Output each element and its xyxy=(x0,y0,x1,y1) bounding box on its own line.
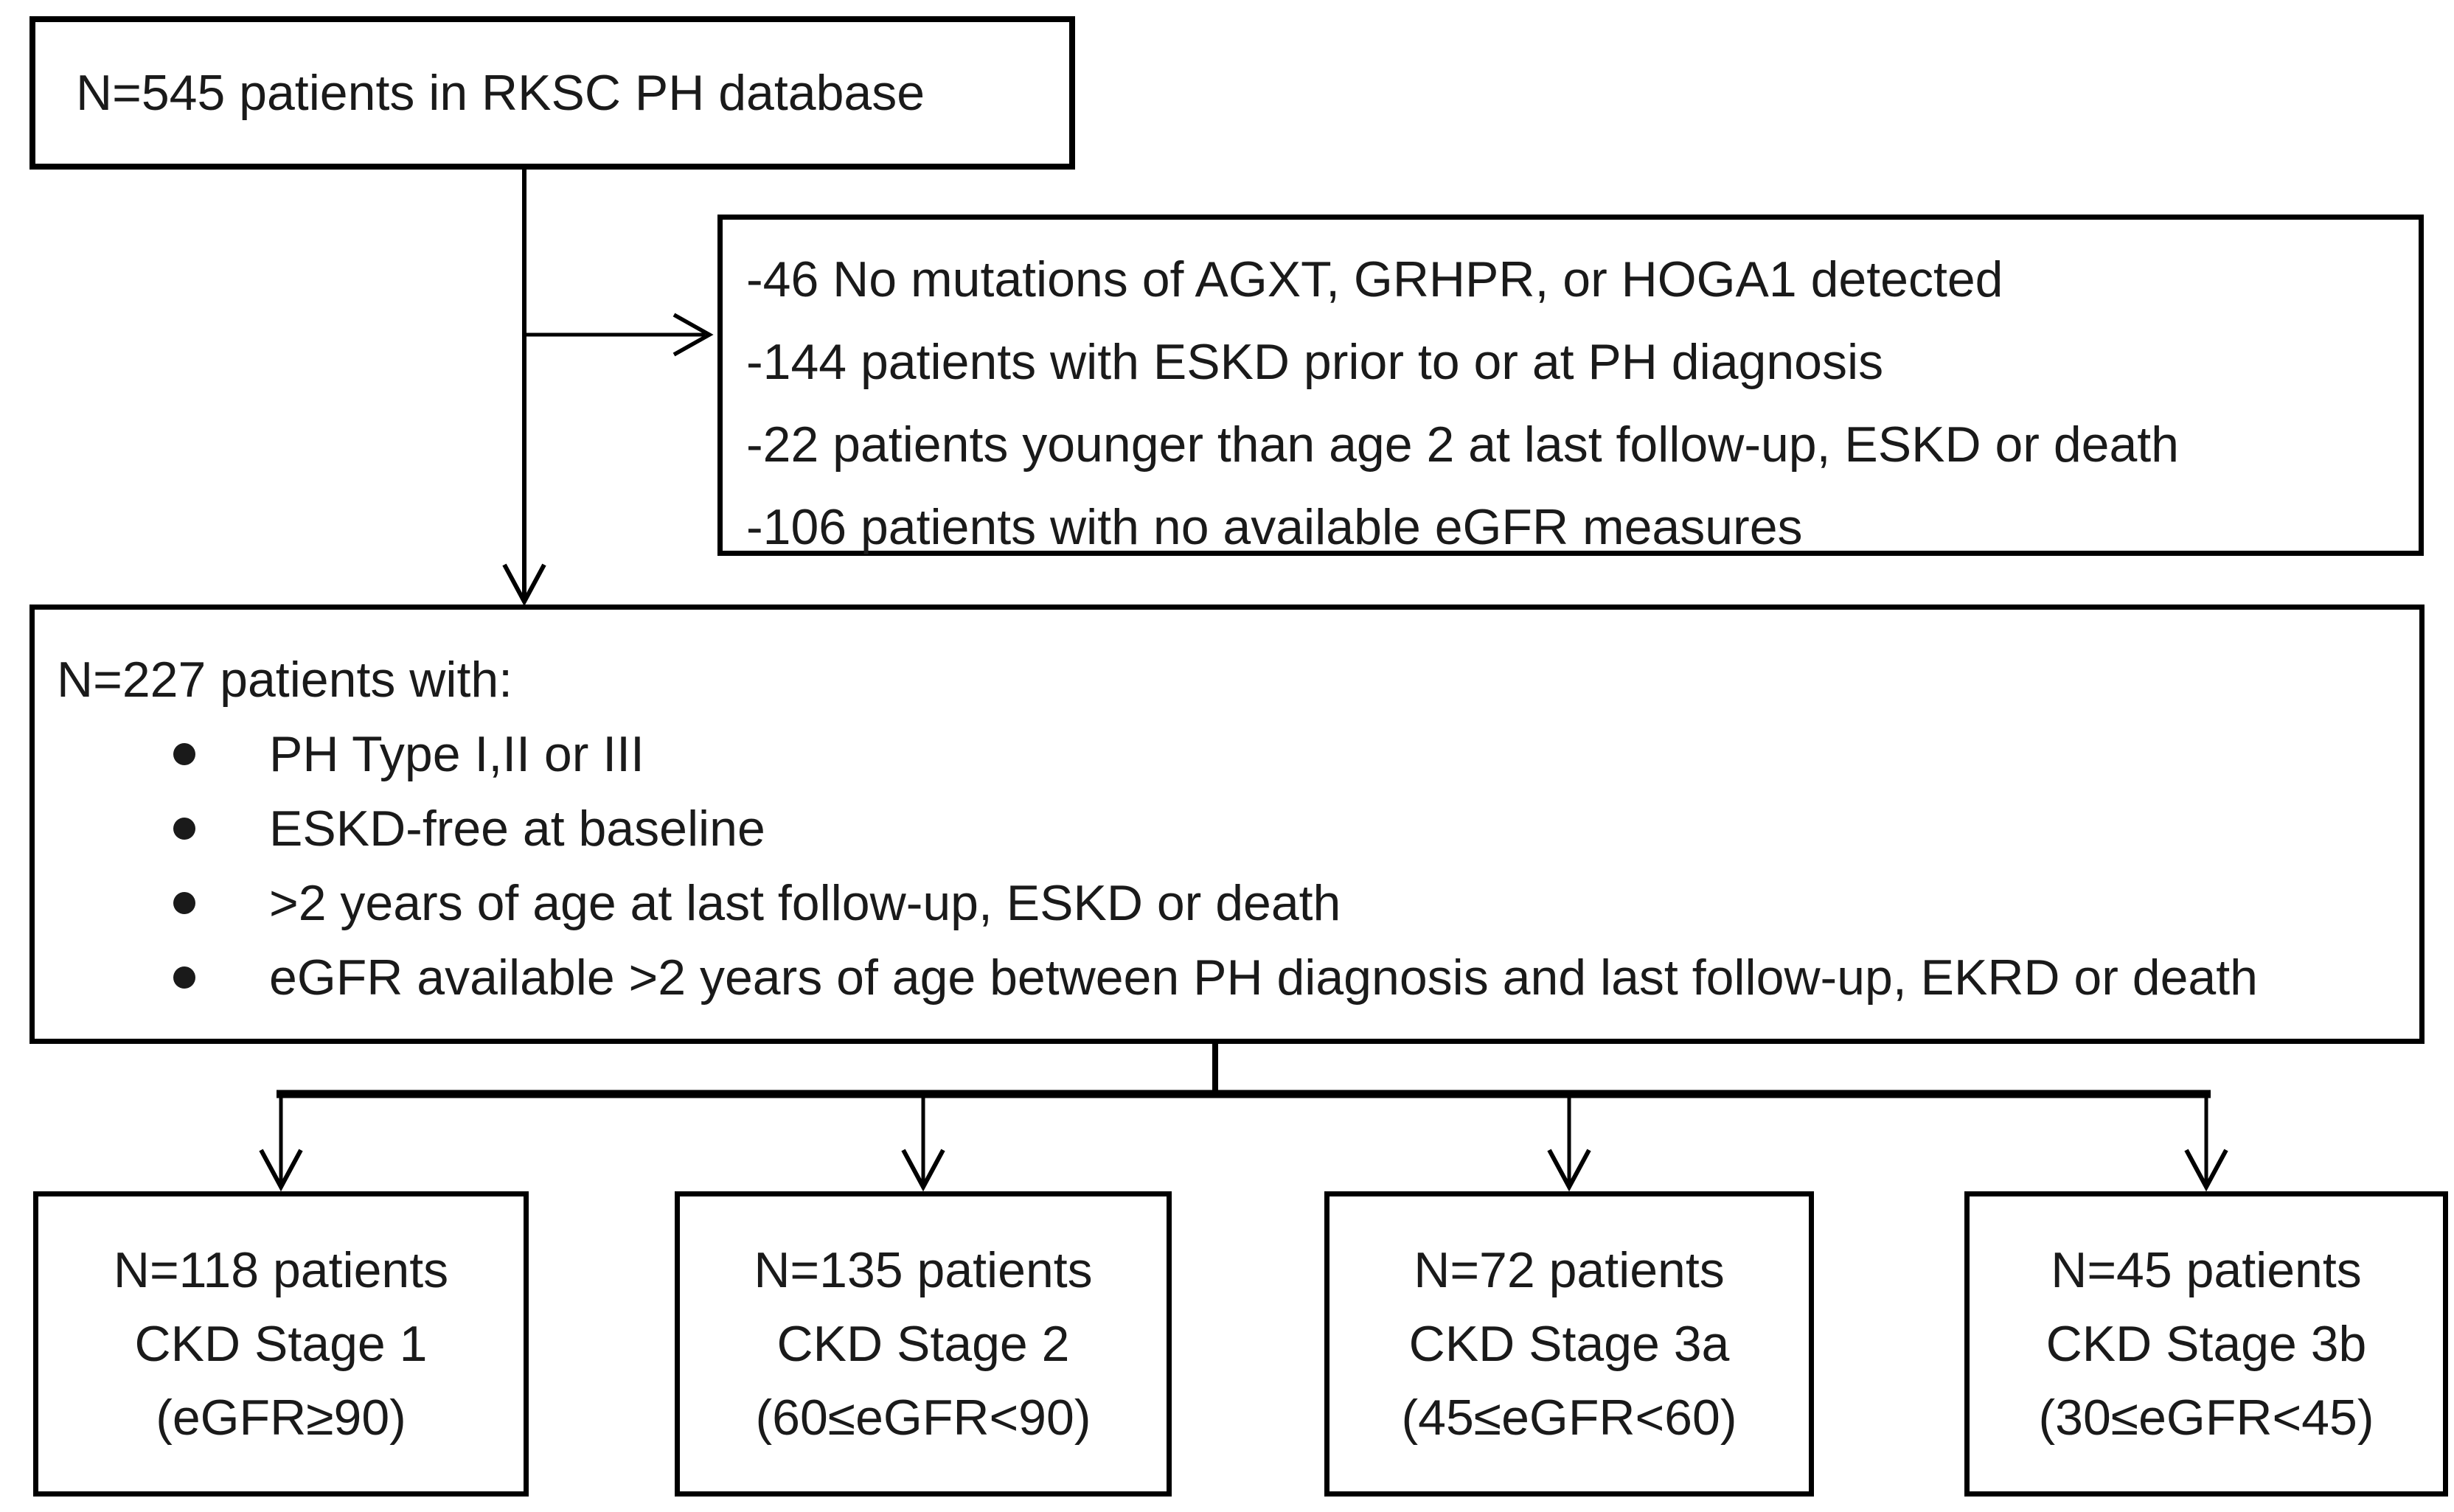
exclusion-line: -46 No mutations of AGXT, GRHPR, or HOGA… xyxy=(746,251,2003,307)
inclusion-bullet-item: ESKD-free at baseline xyxy=(57,791,2419,865)
inclusion-bullet-item: PH Type I,II or III xyxy=(57,717,2419,791)
outcome-count: N=135 patients xyxy=(754,1242,1093,1298)
inclusion-bullet-item: >2 years of age at last follow-up, ESKD … xyxy=(57,865,2419,940)
inclusion-bullet-text: PH Type I,II or III xyxy=(269,725,644,782)
arrowhead-down-icon xyxy=(2184,1149,2228,1192)
arrowhead-down-icon xyxy=(1547,1149,1591,1192)
inclusion-bullet-text: >2 years of age at last follow-up, ESKD … xyxy=(269,874,1341,931)
outcome-box-ckd-stage-2: N=135 patients CKD Stage 2 (60≤eGFR<90) xyxy=(675,1191,1172,1497)
outcome-stage: CKD Stage 3b xyxy=(2045,1316,2367,1372)
arrowhead-down-icon xyxy=(502,563,546,607)
arrowhead-right-icon xyxy=(672,313,714,357)
outcome-stage: CKD Stage 2 xyxy=(776,1316,1070,1372)
inclusion-bullet-text: ESKD-free at baseline xyxy=(269,800,765,857)
bullet-icon xyxy=(173,891,195,914)
outcome-count: N=45 patients xyxy=(2051,1242,2362,1298)
exclusion-line: -22 patients younger than age 2 at last … xyxy=(746,417,2179,473)
outcome-egfr-range: (60≤eGFR<90) xyxy=(755,1390,1091,1446)
inclusion-bullet-text: eGFR available >2 years of age between P… xyxy=(269,949,2258,1006)
outcome-count: N=118 patients xyxy=(113,1242,449,1298)
outcome-stage: CKD Stage 3a xyxy=(1408,1316,1730,1372)
source-box: N=545 patients in RKSC PH database xyxy=(29,16,1075,170)
outcome-egfr-range: (45≤eGFR<60) xyxy=(1401,1390,1737,1446)
outcome-box-ckd-stage-1: N=118 patients CKD Stage 1 (eGFR≥90) xyxy=(33,1191,529,1497)
outcome-egfr-range: (eGFR≥90) xyxy=(156,1390,406,1446)
inclusion-box-title: N=227 patients with: xyxy=(57,652,513,708)
outcome-egfr-range: (30≤eGFR<45) xyxy=(2038,1390,2374,1446)
exclusion-line: -106 patients with no available eGFR mea… xyxy=(746,499,1803,555)
inclusion-bullet-item: eGFR available >2 years of age between P… xyxy=(57,940,2419,1014)
outcome-box-ckd-stage-3a: N=72 patients CKD Stage 3a (45≤eGFR<60) xyxy=(1324,1191,1814,1497)
bullet-icon xyxy=(173,966,195,989)
exclusion-box: -46 No mutations of AGXT, GRHPR, or HOGA… xyxy=(717,215,2424,556)
bullet-icon xyxy=(173,817,195,840)
outcome-box-ckd-stage-3b: N=45 patients CKD Stage 3b (30≤eGFR<45) xyxy=(1964,1191,2448,1497)
arrowhead-down-icon xyxy=(901,1149,945,1192)
outcome-count: N=72 patients xyxy=(1414,1242,1725,1298)
inclusion-box: N=227 patients with: PH Type I,II or III… xyxy=(29,605,2425,1044)
exclusion-line: -144 patients with ESKD prior to or at P… xyxy=(746,334,1884,390)
arrowhead-down-icon xyxy=(259,1149,303,1192)
outcome-stage: CKD Stage 1 xyxy=(134,1316,428,1372)
bullet-icon xyxy=(173,742,195,765)
source-box-text: N=545 patients in RKSC PH database xyxy=(76,65,925,121)
